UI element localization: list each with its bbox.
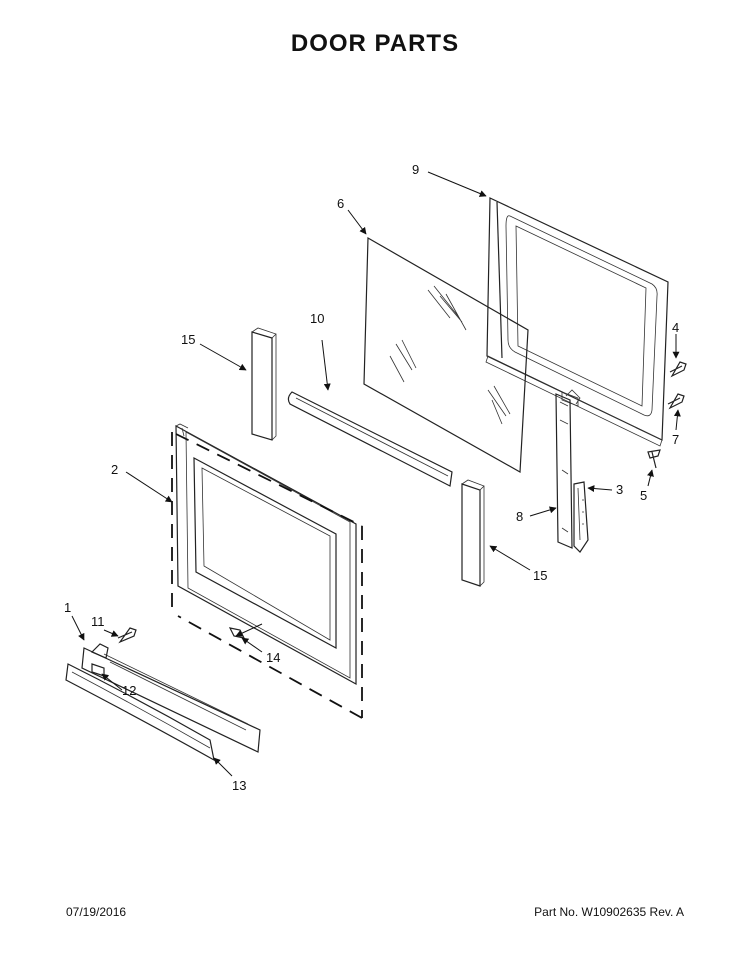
callout-9: 9 (412, 162, 419, 177)
callout-2: 2 (111, 462, 118, 477)
callout-10: 10 (310, 311, 324, 326)
callout-3: 3 (616, 482, 623, 497)
callout-6: 6 (337, 196, 344, 211)
callout-8: 8 (516, 509, 523, 524)
callout-5: 5 (640, 488, 647, 503)
callout-14: 14 (266, 650, 280, 665)
callout-13: 13 (232, 778, 246, 793)
part-1-handle-assembly (81, 643, 261, 753)
part-4-screw (669, 361, 687, 378)
door-glass-outline (171, 432, 363, 719)
part-15-insulation-lower (461, 479, 485, 587)
part-9-inner-door-frame (485, 197, 669, 447)
callout-1: 1 (64, 600, 71, 615)
footer-date: 07/19/2016 (66, 905, 127, 919)
part-5-screw (647, 449, 661, 469)
callout-11: 11 (91, 614, 105, 629)
part-15-insulation-upper (251, 327, 277, 441)
part-7-screw (667, 393, 685, 410)
part-8-hinge-bracket (555, 389, 581, 549)
part-13-handle-bar (65, 663, 215, 762)
callout-12: 12 (122, 683, 136, 698)
part-10-trim-strip (287, 391, 453, 487)
callout-7: 7 (672, 432, 679, 447)
callout-15-lower: 15 (533, 568, 547, 583)
page-title: DOOR PARTS (290, 30, 460, 57)
callout-4: 4 (672, 320, 679, 335)
part-11-screw (117, 627, 137, 644)
part-6-inner-glass (363, 236, 529, 473)
part-2-outer-door-panel (175, 423, 357, 686)
footer-part-number: Part No. W10902635 Rev. A (534, 905, 684, 919)
leader-lines (71, 171, 681, 777)
callout-15-upper: 15 (181, 332, 195, 347)
part-3-hinge (573, 481, 589, 553)
